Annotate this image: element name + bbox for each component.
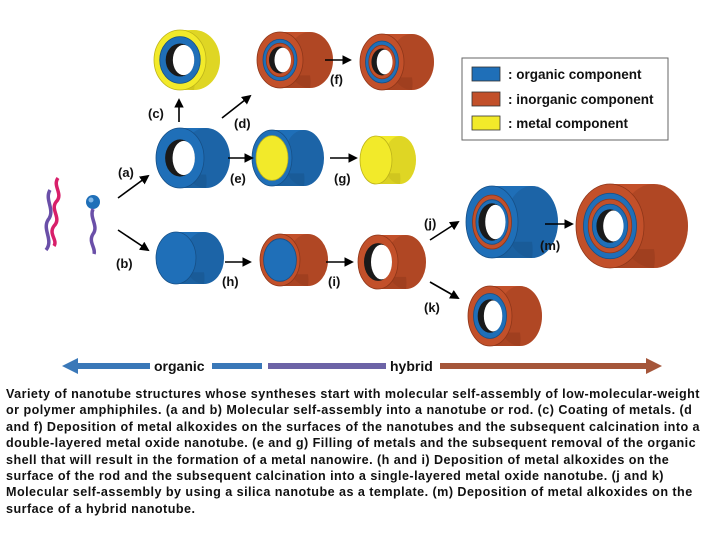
step-label-j: (j) bbox=[424, 216, 436, 231]
step-label-b: (b) bbox=[116, 256, 133, 271]
legend-label-organic: : organic component bbox=[508, 67, 642, 82]
legend: : organic component : inorganic componen… bbox=[461, 57, 669, 141]
tube-double-coated bbox=[256, 31, 333, 89]
organic-hybrid-scale: organic hybrid bbox=[62, 358, 662, 374]
step-label-g: (g) bbox=[334, 171, 351, 186]
tube-metal-coated bbox=[153, 29, 220, 91]
rod-metal-filled bbox=[251, 129, 324, 187]
step-label-f: (f) bbox=[330, 72, 343, 87]
arrow-d bbox=[221, 94, 252, 119]
tube-multilayer bbox=[575, 183, 688, 269]
legend-swatch-organic bbox=[471, 66, 501, 82]
rod-organic bbox=[155, 231, 224, 285]
nanotube-structures bbox=[153, 29, 688, 347]
rod-metal-nanowire bbox=[359, 135, 416, 185]
step-label-m: (m) bbox=[540, 238, 560, 253]
step-label-d: (d) bbox=[234, 116, 251, 131]
amphiphile-molecules bbox=[44, 176, 100, 255]
step-label-e: (e) bbox=[230, 171, 246, 186]
step-label-h: (h) bbox=[222, 274, 239, 289]
legend-label-inorganic: : inorganic component bbox=[508, 92, 654, 107]
step-labels: (a) (b) (c) (d) (e) (f) (g) (h) (i) (j) … bbox=[116, 72, 560, 315]
tube-silica-templated bbox=[467, 285, 542, 347]
rod-inorganic-coated bbox=[259, 233, 328, 287]
step-label-k: (k) bbox=[424, 300, 440, 315]
arrow-a bbox=[117, 174, 150, 199]
arrow-b bbox=[117, 229, 150, 252]
figure-caption: Variety of nanotube structures whose syn… bbox=[6, 387, 701, 516]
hybrid-label: hybrid bbox=[390, 358, 433, 374]
organic-label: organic bbox=[154, 358, 205, 374]
process-arrows bbox=[117, 55, 574, 299]
tube-organic bbox=[155, 127, 230, 189]
legend-swatch-inorganic bbox=[471, 91, 501, 107]
arrow-k bbox=[429, 281, 460, 299]
organic-arrow bbox=[62, 358, 150, 374]
step-label-a: (a) bbox=[118, 165, 134, 180]
nanotube-diagram: (a) (b) (c) (d) (e) (f) (g) (h) (i) (j) … bbox=[44, 29, 688, 374]
tube-single-oxide bbox=[357, 234, 426, 290]
legend-label-metal: : metal component bbox=[508, 116, 629, 131]
step-label-i: (i) bbox=[328, 274, 340, 289]
step-label-c: (c) bbox=[148, 106, 164, 121]
tube-double-oxide bbox=[359, 33, 434, 91]
hybrid-arrow bbox=[440, 358, 662, 374]
arrow-j bbox=[429, 220, 460, 241]
tube-hybrid bbox=[465, 185, 558, 259]
legend-swatch-metal bbox=[471, 115, 501, 131]
